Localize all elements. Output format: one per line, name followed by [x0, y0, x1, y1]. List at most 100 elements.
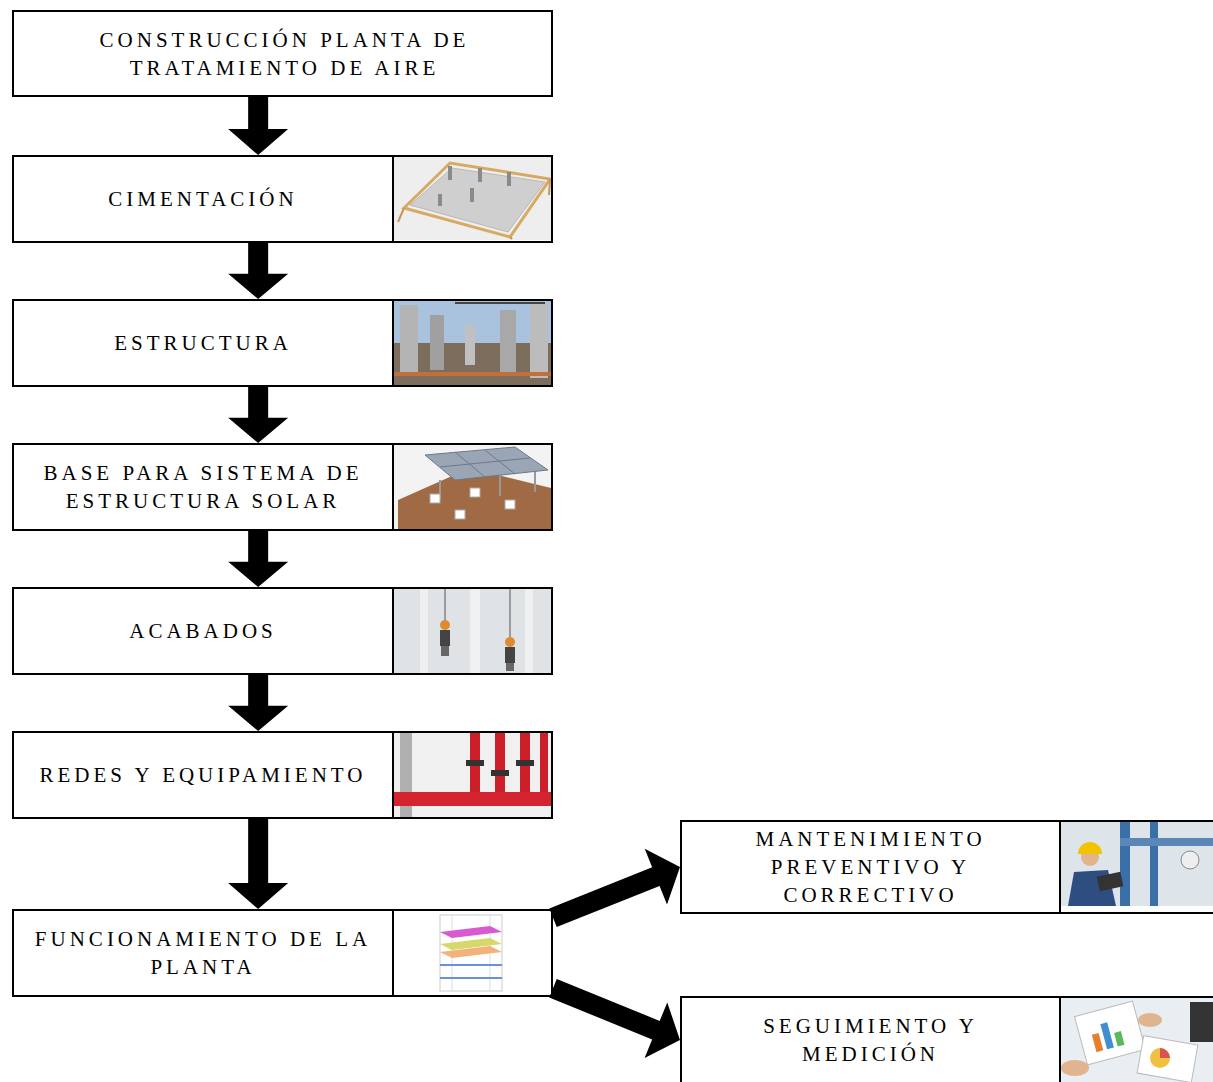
- networks-picture: [491, 770, 509, 776]
- plant-model-picture: [440, 964, 502, 966]
- foundation-picture: [398, 208, 404, 222]
- structure-picture: [430, 315, 444, 370]
- structure-picture: [530, 303, 548, 378]
- solar-base-picture: [534, 472, 536, 492]
- finishing-picture: [420, 589, 428, 673]
- networks-picture: [394, 792, 551, 806]
- networks-picture: [394, 733, 551, 817]
- monitoring-picture: [1100, 1022, 1113, 1049]
- monitoring-picture: [1160, 1048, 1170, 1058]
- foundation-picture: [507, 172, 511, 186]
- text-cell: CIMENTACIÓN: [14, 157, 394, 241]
- networks-picture: [394, 733, 551, 817]
- foundation-picture: [549, 179, 550, 195]
- process-box: SEGUIMIENTO Y MEDICIÓN: [680, 996, 1213, 1082]
- solar-base-picture: [470, 488, 480, 497]
- monitoring-picture: [1138, 1013, 1162, 1027]
- text-cell: SEGUIMIENTO Y MEDICIÓN: [682, 998, 1061, 1082]
- finishing-picture: [505, 637, 515, 647]
- box-label: CIMENTACIÓN: [108, 185, 297, 213]
- finishing-picture: [445, 589, 446, 620]
- plant-model-picture: [440, 977, 502, 979]
- text-cell: ESTRUCTURA: [14, 301, 394, 385]
- finishing-picture: [440, 630, 450, 646]
- monitoring-picture: [1190, 1002, 1213, 1042]
- maintenance-picture: [1181, 851, 1199, 869]
- maintenance-picture: [1120, 838, 1213, 846]
- maintenance-picture: [1061, 822, 1213, 906]
- finishing-picture: [470, 589, 480, 673]
- text-cell: REDES Y EQUIPAMIENTO: [14, 733, 394, 817]
- monitoring-picture: [1075, 1001, 1146, 1065]
- text-cell: BASE PARA SISTEMA DE ESTRUCTURA SOLAR: [14, 445, 394, 529]
- text-cell: FUNCIONAMIENTO DE LA PLANTA: [14, 911, 394, 995]
- plant-model-picture: [440, 946, 502, 958]
- process-box: CIMENTACIÓN: [12, 155, 553, 243]
- finishing-picture: [510, 589, 511, 637]
- plant-model-picture: [440, 915, 502, 991]
- structure-picture: [394, 372, 551, 376]
- structure-picture: [400, 305, 418, 375]
- block-arrow: [549, 849, 680, 927]
- foundation-picture: [510, 237, 512, 239]
- foundation-picture: [394, 157, 551, 240]
- foundation-picture: [410, 168, 545, 232]
- monitoring-picture: [1092, 1033, 1103, 1052]
- foundation-picture: [404, 163, 550, 237]
- structure-picture: [394, 301, 551, 385]
- maintenance-picture: [1150, 822, 1158, 906]
- process-box: REDES Y EQUIPAMIENTO: [12, 731, 553, 819]
- structure-picture: [465, 325, 475, 365]
- solar-base-picture: [394, 445, 551, 529]
- plant-model-picture: [394, 911, 551, 995]
- block-arrow: [228, 675, 288, 731]
- finishing-picture: [394, 589, 551, 673]
- block-arrow: [228, 531, 288, 587]
- finishing-picture: [440, 620, 450, 630]
- solar-base-picture: [425, 447, 548, 480]
- block-arrow: [228, 387, 288, 443]
- maintenance-picture: [1078, 842, 1102, 854]
- monitoring-picture: [1061, 998, 1213, 1082]
- box-label: SEGUIMIENTO Y MEDICIÓN: [721, 1012, 1021, 1068]
- block-arrow: [549, 979, 680, 1058]
- foundation-picture: [394, 157, 551, 240]
- solar-base-picture: [455, 510, 465, 519]
- finishing-picture: [506, 663, 514, 671]
- maintenance-picture: [1061, 822, 1213, 906]
- solar-base-picture: [499, 476, 501, 496]
- finishing-picture: [525, 589, 533, 673]
- process-box: MANTENIMIENTO PREVENTIVO Y CORRECTIVO: [680, 820, 1213, 914]
- monitoring-picture: [1137, 1036, 1198, 1082]
- box-label: MANTENIMIENTO PREVENTIVO Y CORRECTIVO: [721, 825, 1021, 909]
- process-box: FUNCIONAMIENTO DE LA PLANTA: [12, 909, 553, 997]
- structure-picture: [500, 310, 516, 375]
- foundation-picture: [470, 188, 474, 202]
- box-label: REDES Y EQUIPAMIENTO: [40, 761, 367, 789]
- text-cell: MANTENIMIENTO PREVENTIVO Y CORRECTIVO: [682, 822, 1061, 912]
- structure-picture: [455, 302, 545, 304]
- solar-base-picture: [394, 445, 551, 529]
- networks-picture: [466, 760, 484, 766]
- process-box: ACABADOS: [12, 587, 553, 675]
- plant-model-picture: [394, 911, 551, 995]
- box-label: BASE PARA SISTEMA DE ESTRUCTURA SOLAR: [20, 459, 386, 515]
- box-label: ESTRUCTURA: [114, 329, 292, 357]
- monitoring-picture: [1150, 1048, 1170, 1068]
- monitoring-picture: [1114, 1031, 1124, 1046]
- solar-base-picture: [440, 458, 530, 467]
- process-box: ESTRUCTURA: [12, 299, 553, 387]
- text-cell: ACABADOS: [14, 589, 394, 673]
- block-arrow: [228, 243, 288, 299]
- foundation-picture: [478, 168, 482, 182]
- monitoring-picture: [1061, 998, 1213, 1082]
- finishing-picture: [441, 646, 449, 656]
- plant-model-picture: [440, 926, 502, 938]
- solar-base-picture: [505, 500, 515, 509]
- maintenance-picture: [1120, 822, 1130, 906]
- box-label: CONSTRUCCIÓN PLANTA DE TRATAMIENTO DE AI…: [65, 26, 505, 82]
- foundation-picture: [448, 166, 452, 180]
